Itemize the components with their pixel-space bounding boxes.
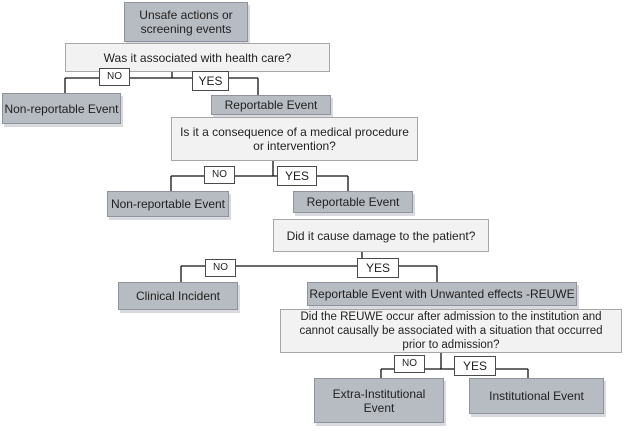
no-tag-2: NO <box>204 166 235 184</box>
institutional-event: Institutional Event <box>469 378 604 414</box>
no-tag-1-label: NO <box>107 71 122 82</box>
reportable-event-1: Reportable Event <box>211 95 331 115</box>
yes-tag-1-label: YES <box>198 74 223 88</box>
question-health-care: Was it associated with health care? <box>65 43 330 72</box>
non-reportable-event-1: Non-reportable Event <box>2 93 121 124</box>
reportable-event-2: Reportable Event <box>293 191 413 213</box>
yes-tag-4-label: YES <box>462 359 487 373</box>
question-damage-label: Did it cause damage to the patient? <box>286 228 476 243</box>
yes-tag-3-label: YES <box>365 261 390 275</box>
question-admission-label: Did the REUWE occur after admission to t… <box>299 311 603 351</box>
question-health-care-label: Was it associated with health care? <box>103 50 292 65</box>
question-medical-procedure: Is it a consequence of a medical procedu… <box>171 117 418 161</box>
start-node: Unsafe actions or screening events <box>124 2 248 42</box>
question-damage: Did it cause damage to the patient? <box>273 219 489 252</box>
yes-tag-1: YES <box>192 71 229 91</box>
reuwe-event-label: Reportable Event with Unwanted effects -… <box>309 287 575 301</box>
institutional-event-label: Institutional Event <box>489 389 584 403</box>
no-tag-2-label: NO <box>212 169 227 180</box>
clinical-incident-label: Clinical Incident <box>135 289 221 303</box>
no-tag-1: NO <box>99 68 130 86</box>
non-reportable-event-1-label: Non-reportable Event <box>4 101 119 116</box>
yes-tag-2-label: YES <box>284 169 309 183</box>
yes-tag-2: YES <box>277 166 317 186</box>
no-tag-4-label: NO <box>402 358 417 369</box>
reportable-event-2-label: Reportable Event <box>306 195 400 209</box>
no-tag-4: NO <box>394 355 425 373</box>
reportable-event-1-label: Reportable Event <box>224 98 318 112</box>
no-tag-3: NO <box>205 259 236 277</box>
start-node-label: Unsafe actions or screening events <box>139 8 233 36</box>
extra-institutional-event-label: Extra-Institutional Event <box>332 386 426 415</box>
question-medical-procedure-label: Is it a consequence of a medical procedu… <box>180 125 409 153</box>
question-admission: Did the REUWE occur after admission to t… <box>280 309 622 353</box>
yes-tag-4: YES <box>454 356 496 376</box>
non-reportable-event-2-label: Non-reportable Event <box>110 197 226 211</box>
extra-institutional-event: Extra-Institutional Event <box>314 378 444 423</box>
no-tag-3-label: NO <box>213 262 228 273</box>
reuwe-event: Reportable Event with Unwanted effects -… <box>307 282 577 306</box>
yes-tag-3: YES <box>357 258 399 278</box>
non-reportable-event-2: Non-reportable Event <box>107 191 229 217</box>
clinical-incident: Clinical Incident <box>118 282 238 310</box>
